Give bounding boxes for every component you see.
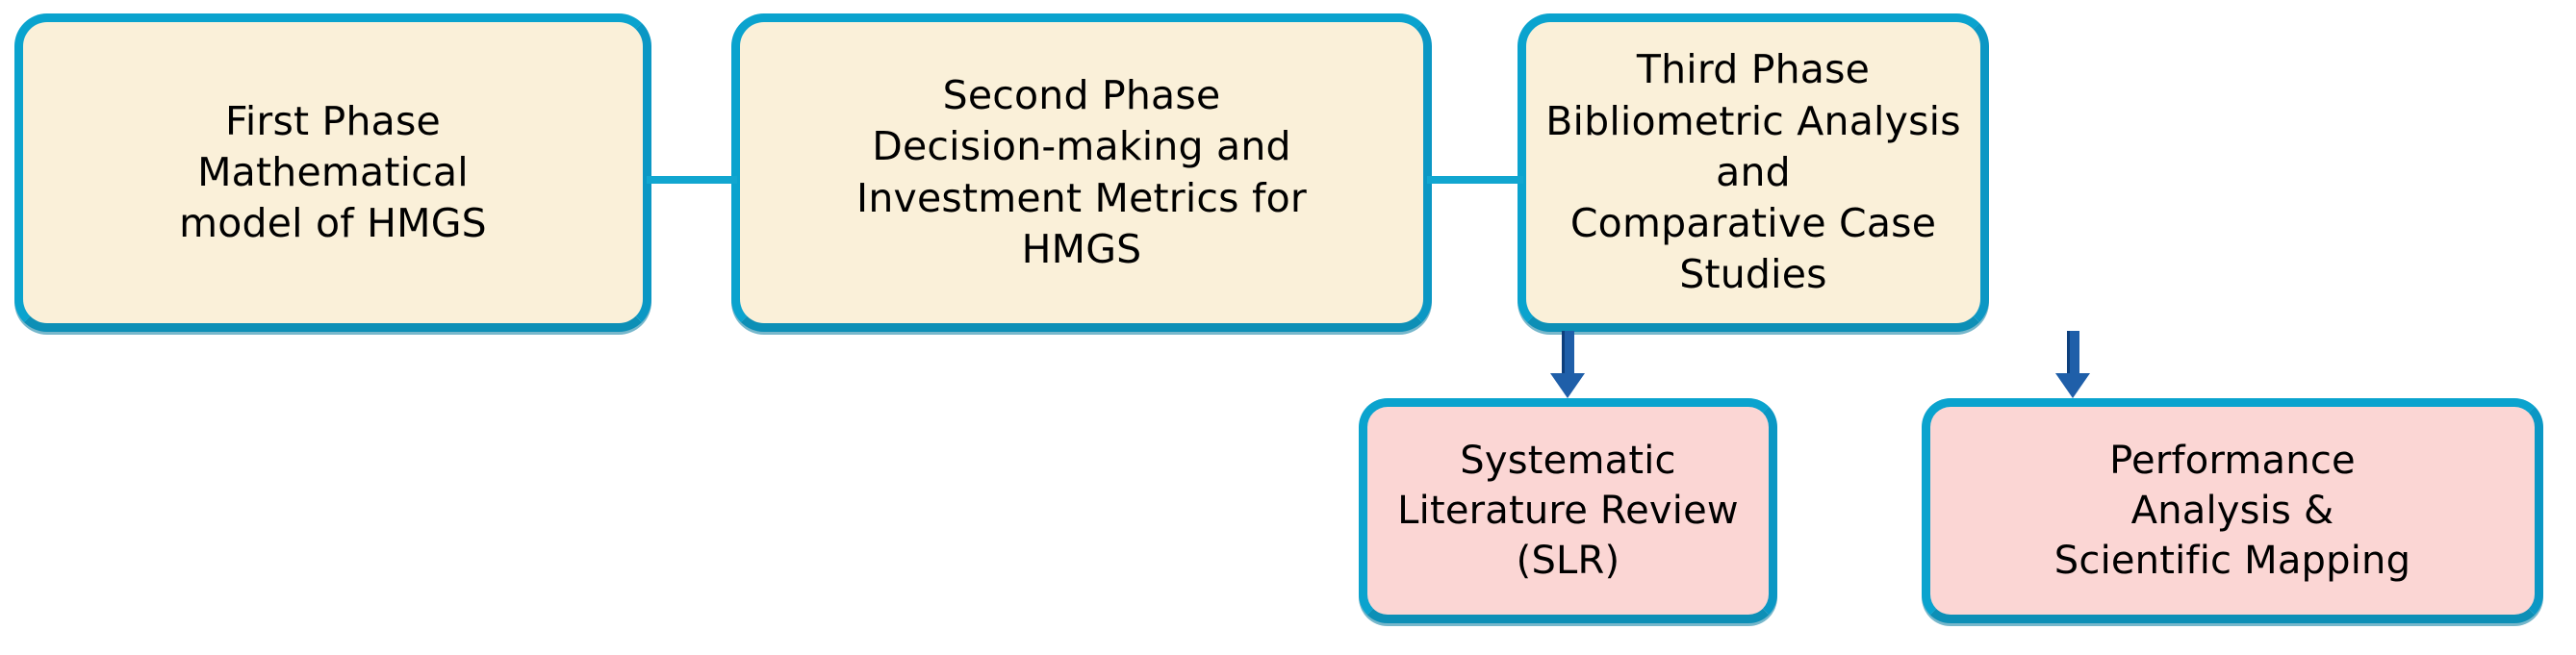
- phase-box-first[interactable]: First Phase Mathematical model of HMGS: [14, 13, 651, 332]
- arrow-phase3-to-slr: [1550, 331, 1585, 400]
- phase-box-second[interactable]: Second Phase Decision-making and Investm…: [731, 13, 1432, 332]
- connector-phase1-phase2: [647, 176, 737, 184]
- outcome-box-systematic-literature-review[interactable]: Systematic Literature Review (SLR): [1359, 398, 1777, 623]
- phase-box-third[interactable]: Third Phase Bibliometric Analysis and Co…: [1518, 13, 1989, 332]
- outcome-box-performance-analysis[interactable]: Performance Analysis & Scientific Mappin…: [1922, 398, 2543, 623]
- arrow-phase3-to-performance: [2055, 331, 2090, 400]
- connector-phase2-phase3: [1427, 176, 1523, 184]
